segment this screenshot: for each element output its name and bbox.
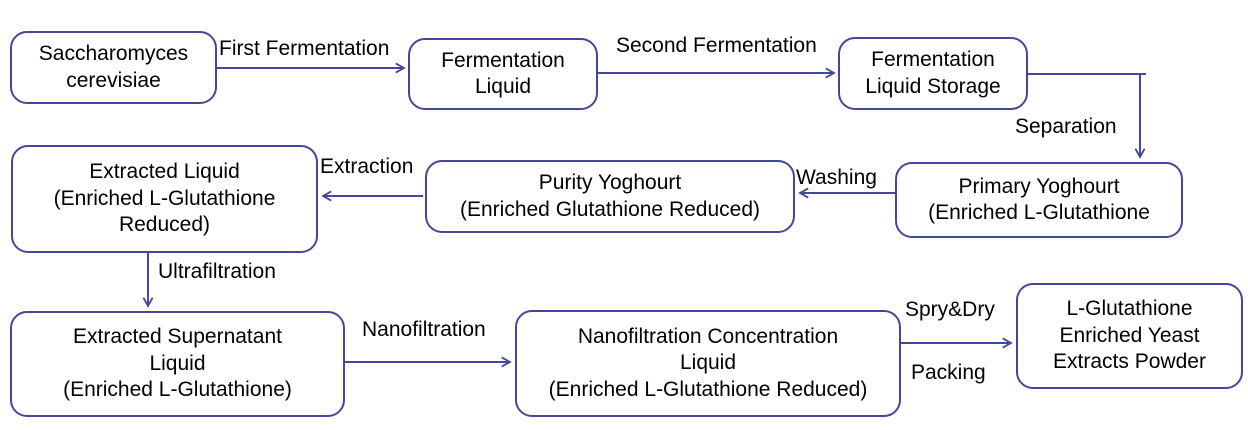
node-fermentation-liquid: Fermentation Liquid (408, 38, 598, 110)
node-primary-yoghourt: Primary Yoghourt (Enriched L-Glutathione (895, 162, 1183, 238)
label-washing: Washing (796, 166, 877, 189)
node-yeast-extracts-powder: L-Glutathione Enriched Yeast Extracts Po… (1016, 283, 1243, 389)
node-saccharomyces-cerevisiae: Saccharomyces cerevisiae (10, 31, 217, 104)
label-second-fermentation: Second Fermentation (616, 34, 817, 57)
node-purity-yoghourt: Purity Yoghourt (Enriched Glutathione Re… (425, 160, 795, 233)
label-separation: Separation (1015, 115, 1117, 138)
label-packing: Packing (911, 361, 986, 384)
label-ultrafiltration: Ultrafiltration (158, 260, 276, 283)
label-first-fermentation: First Fermentation (219, 37, 390, 60)
node-fermentation-liquid-storage: Fermentation Liquid Storage (838, 37, 1028, 110)
label-nanofiltration: Nanofiltration (362, 318, 486, 341)
label-extraction: Extraction (320, 155, 414, 178)
node-nanofiltration-concentration-liquid: Nanofiltration Concentration Liquid (Enr… (515, 310, 901, 417)
node-extracted-supernatant-liquid: Extracted Supernatant Liquid (Enriched L… (10, 311, 345, 417)
label-spry-dry: Spry&Dry (905, 298, 995, 321)
node-extracted-liquid: Extracted Liquid (Enriched L-Glutathione… (11, 145, 318, 253)
